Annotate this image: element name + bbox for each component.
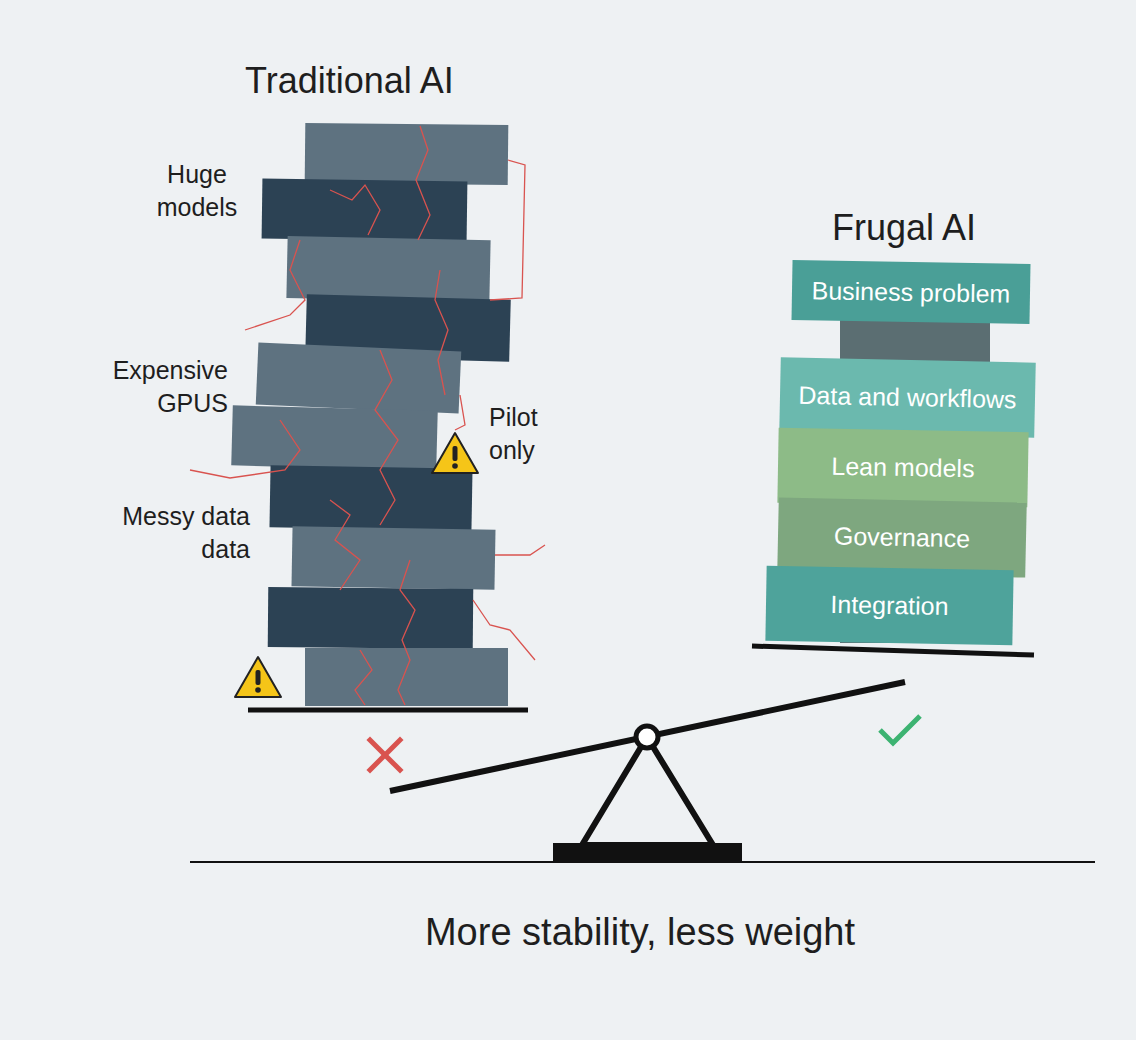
crack-line [190,420,300,478]
crack-line [416,126,430,240]
stack-block [256,343,462,414]
crack-line [455,395,465,430]
stack-block [231,405,438,470]
stack-title: Traditional AI [245,58,545,105]
callout-label: Messy data data [100,500,250,565]
crack-line [330,185,380,235]
block-label: Lean models [831,452,975,483]
check-mark [880,716,920,743]
crack-line [375,350,398,525]
crack-line [490,160,525,300]
stack-block [268,587,474,649]
crack-line [330,500,360,590]
stack-block: Business problem [791,260,1030,324]
block-label: Business problem [811,276,1010,308]
stack-block: Lean models [777,428,1028,507]
stack-block [291,526,495,590]
stack-block [286,236,490,302]
block-label: Data and workflows [798,381,1017,415]
callout-label: Huge models [147,158,247,223]
block-label: Integration [830,590,949,621]
crack-line [473,600,535,660]
stack-title: Frugal AI [832,205,1052,252]
ground-line [190,861,1095,863]
callout-label: Pilot only [489,401,561,466]
callout-label: Expensive GPUS [98,354,228,419]
crack-line [495,545,545,555]
stack-base [248,708,528,713]
stack-block [262,179,468,242]
crack-line [245,240,305,330]
seesaw-fulcrum [582,737,713,845]
stack-block: Governance [777,497,1027,577]
seesaw-beam [390,682,905,791]
stack-block [269,465,472,531]
block-label: Governance [834,522,971,554]
unstable-stack [231,123,528,710]
stack-base [752,646,1034,655]
crack-line [355,650,372,705]
seesaw-base [553,843,742,862]
warning-icon [432,433,478,473]
caption: More stability, less weight [240,908,1040,957]
stack-block [305,123,509,185]
stack-block: Integration [765,566,1013,645]
stack-block [305,648,508,706]
crack-line [398,560,415,705]
crack-line [435,270,448,395]
seesaw-pivot [636,726,658,748]
warning-icon [235,657,281,697]
cross-mark [370,740,400,770]
stack-block: Data and workflows [779,357,1036,437]
